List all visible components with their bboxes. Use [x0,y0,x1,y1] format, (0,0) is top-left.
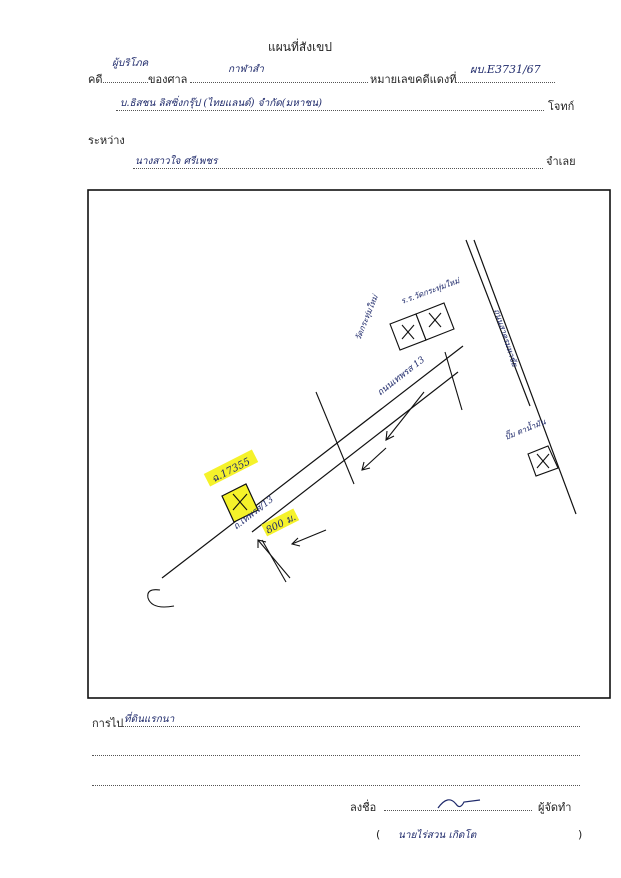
road-label-upper: ถนนเทพรส 13 [376,355,428,398]
plaintiff-line [116,110,544,111]
preparer-name: นายไร่สวน เกิดโต [398,830,477,841]
arrow-4 [257,539,291,579]
preparer-label: ผู้จัดทำ [538,801,572,814]
court-name-value: กาฬาสำ [228,64,264,75]
plot-box [221,483,259,523]
map-frame [87,189,611,699]
curve-mark [147,589,175,608]
sign-label: ลงชื่อ [350,801,377,814]
court-line [190,82,368,83]
gas-x-2 [536,453,550,469]
route-line-1 [122,726,580,727]
route-text: ที่ดินแรกนา [124,714,175,725]
main-road-right-edge [473,239,577,515]
between-label: ระหว่าง [88,134,125,147]
gas-station-label: ปั๊ม ตาน้ำมัน [503,415,548,442]
arrow-2 [361,447,387,471]
page-title: แผนที่สังเขป [268,40,332,54]
main-road-label: ถนนสาครมหาชัย [492,308,519,369]
defendant-label: จำเลย [546,155,576,168]
close-paren: ) [578,828,583,841]
case-line [103,82,148,83]
cross-line-2 [261,539,287,583]
route-line-3 [92,785,580,786]
route-line-2 [92,755,580,756]
red-number-line [455,82,555,83]
court-label: ของศาล [148,73,188,86]
temple-x-2 [401,324,415,340]
defendant-value: นางสาวใจ ศรีเพชร [135,156,218,167]
cross-line-3 [444,351,463,411]
road-line-lower [251,371,459,533]
route-label: การไป [92,717,124,730]
arrow-1 [290,529,327,547]
open-paren: ( [376,828,381,841]
red-number-label: หมายเลขคดีแดงที่ [370,73,457,86]
sign-line [384,810,532,811]
defendant-line [133,168,543,169]
road-line-upper [161,345,464,579]
distance-highlight [261,508,300,537]
case-type-value: ผู้บริโภค [112,58,149,69]
case-label: คดี [88,73,103,86]
plaintiff-value: บ.ธิสชน ลิสซิ่งกรุ๊ป (ไทยแลนด์) จำกัด(มห… [120,98,323,109]
school-box [415,302,455,341]
school-label: ร.ร.วัดกระทุ่มใหม่ [399,275,462,307]
main-road-left-edge [465,239,531,407]
red-number-value: ผบ.E3731/67 [470,63,541,76]
arrow-3 [385,391,425,441]
school-x-2 [428,312,442,328]
signature-mark [437,799,481,809]
plot-label-highlight [203,449,259,487]
temple-label: วัดกระทุ่มใหม่ [353,292,382,342]
plot-x-2 [232,493,248,511]
cross-line-1 [315,391,355,485]
plaintiff-label: โจทก์ [548,100,575,113]
